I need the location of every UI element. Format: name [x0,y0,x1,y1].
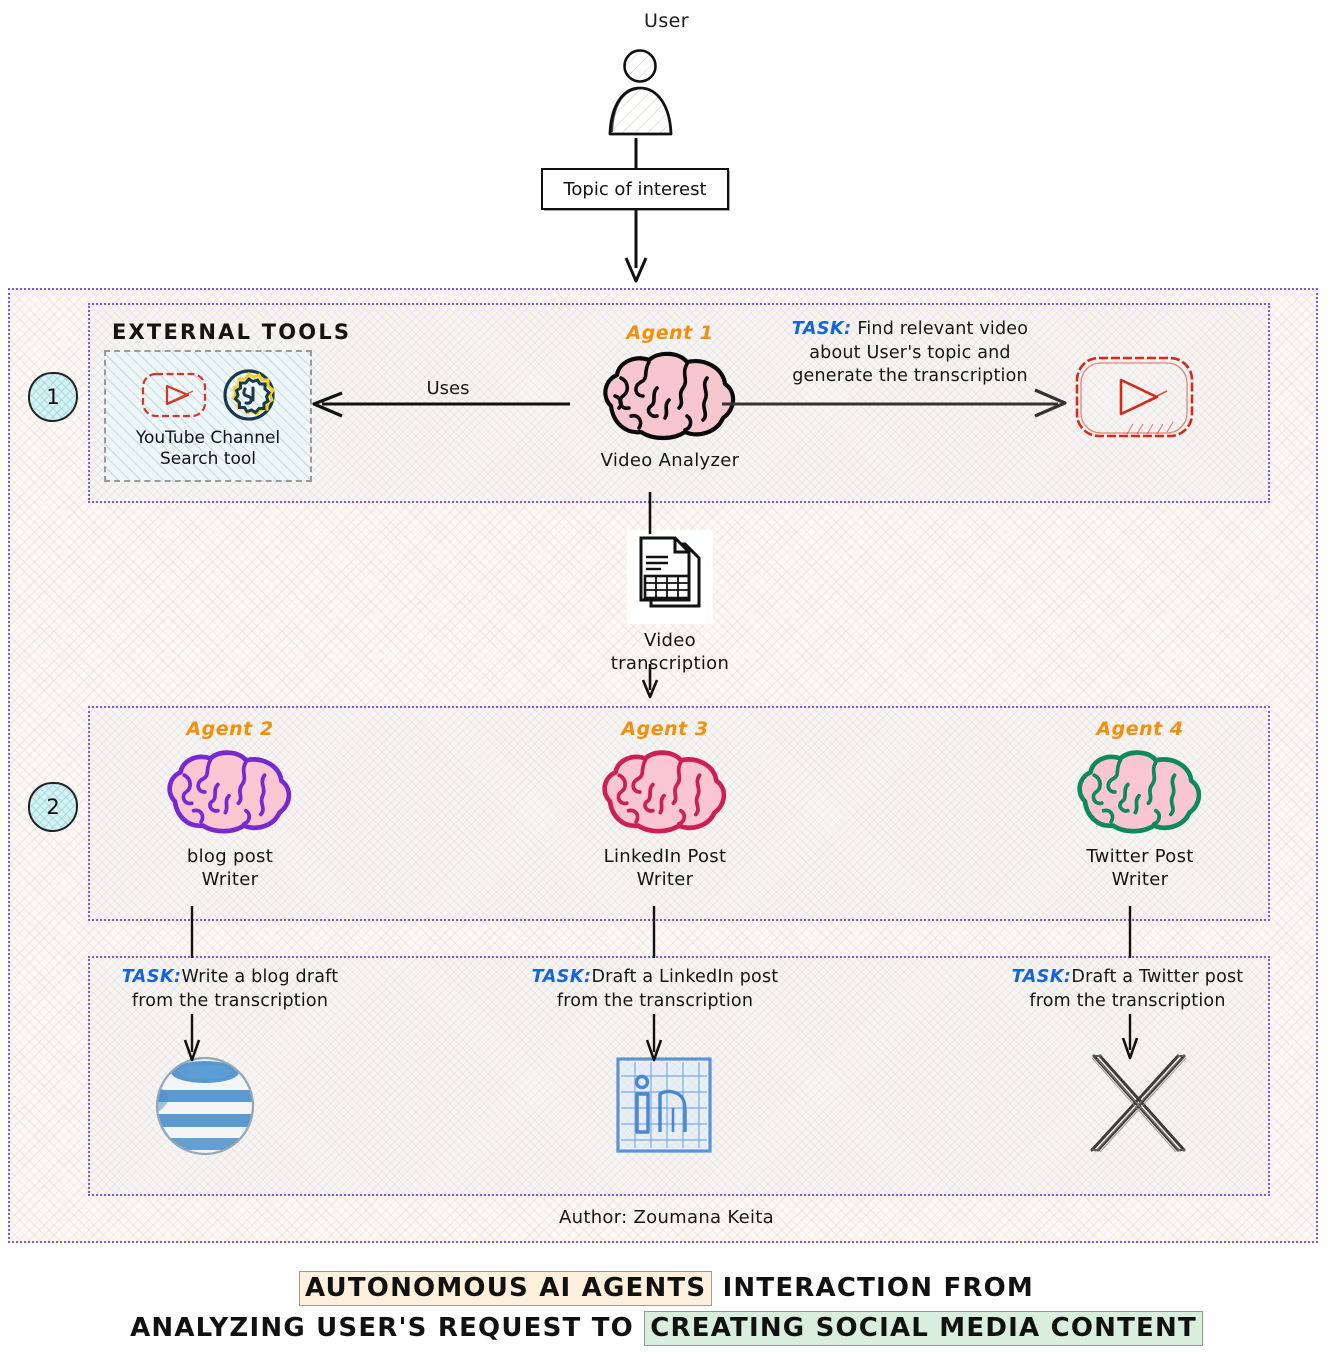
transcription-label-line2: transcription [610,652,730,674]
linkedin-icon [616,1057,712,1153]
diagram-title: AUTONOMOUS AI AGENTS INTERACTION FROM AN… [0,1268,1333,1349]
task-keyword: TASK: [121,967,182,987]
agent-4-task-line2: from the transcription [1029,990,1226,1011]
user-label: User [644,10,689,32]
agent-4-tag: Agent 4 [1096,718,1184,740]
youtube-icon [1075,356,1194,438]
video-transcription-label: Video transcription [611,630,729,675]
blog-output-node [146,1046,264,1164]
youtube-target-node [1070,352,1200,444]
youtube-icon [141,372,207,418]
x-twitter-icon [1090,1054,1187,1153]
agent-4-task-line1: Draft a Twitter post [1071,967,1244,987]
tool-icon-row [138,366,278,424]
task-keyword: TASK: [1011,967,1072,987]
agent-2-task-line1: Write a blog draft [181,967,339,987]
step-number-2: 2 [28,782,78,832]
external-tools-title: EXTERNAL TOOLS [112,320,352,344]
person-icon [608,49,673,136]
author-credit: Author: Zoumana Keita [559,1207,774,1228]
task-keyword: TASK: [791,319,852,339]
brain-icon [603,351,736,441]
uses-label: Uses [426,378,470,399]
transcription-icon-wrap [627,530,713,624]
agent-3-task: TASK:Draft a LinkedIn post from the tran… [510,966,800,1013]
agent-1-node: Agent 1 Video Analyzer [560,322,780,473]
title-line-2-pre: ANALYZING USER'S REQUEST TO [130,1313,634,1344]
task-keyword: TASK: [531,967,592,987]
blog-globe-icon [155,1056,255,1156]
agent-2-node: Agent 2 blog post Writer [120,718,340,891]
task-line-3: generate the transcription [792,366,1028,387]
tool-caption-line1: YouTube Channel [135,428,281,448]
brain-icon [602,750,727,834]
agent-4-name-line2: Writer [1111,868,1169,890]
linkedin-output-node [605,1046,723,1164]
tool-caption: YouTube Channel Search tool [136,428,280,471]
agent-2-tag: Agent 2 [186,718,274,740]
agent-2-name: blog post Writer [187,846,273,891]
agent-3-tag: Agent 3 [621,718,709,740]
agent-2-name-line2: Writer [201,868,259,890]
tool-caption-line2: Search tool [159,449,256,470]
twitter-output-node [1078,1042,1200,1164]
search-gear-icon [223,369,275,421]
agent-1-name: Video Analyzer [600,450,740,471]
title-line-1: AUTONOMOUS AI AGENTS INTERACTION FROM [0,1268,1333,1308]
brain-icon [167,750,292,834]
video-transcription-node: Video transcription [578,530,762,675]
brain-icon [1077,750,1202,834]
task-line-1: Find relevant video [851,319,1029,339]
task-line-2: about User's topic and [809,342,1011,363]
agent-3-name-line1: LinkedIn Post [603,846,727,867]
agent-3-task-line1: Draft a LinkedIn post [591,967,779,987]
agent-4-name: Twitter Post Writer [1086,846,1193,891]
agent-3-node: Agent 3 LinkedIn Post Writer [555,718,775,891]
title-highlight-content: CREATING SOCIAL MEDIA CONTENT [644,1311,1203,1347]
title-line-2: ANALYZING USER'S REQUEST TO CREATING SOC… [0,1308,1333,1348]
agent-2-name-line1: blog post [186,846,274,867]
agent-3-name-line2: Writer [636,868,694,890]
step-number-1: 1 [28,372,78,422]
agent-4-task: TASK:Draft a Twitter post from the trans… [985,966,1270,1013]
document-table-icon [639,536,701,608]
user-figure [592,48,742,138]
title-line-1-rest: INTERACTION FROM [722,1273,1034,1303]
agent-4-name-line1: Twitter Post [1086,846,1194,867]
agent-1-tag: Agent 1 [626,322,714,344]
agent-3-task-line2: from the transcription [556,990,754,1011]
agent-2-task-line2: from the transcription [131,990,329,1011]
external-tools-box: YouTube Channel Search tool [104,350,312,482]
transcription-label-line1: Video [644,630,696,651]
title-highlight-agents: AUTONOMOUS AI AGENTS [299,1271,713,1306]
agent-3-name: LinkedIn Post Writer [604,846,727,891]
arrowhead-topic [624,257,648,283]
agent-1-task: TASK: Find relevant video about User's t… [760,318,1060,389]
agent-4-node: Agent 4 Twitter Post Writer [1030,718,1250,891]
topic-of-interest-box: Topic of interest [541,168,729,210]
agent-2-task: TASK:Write a blog draft from the transcr… [100,966,360,1013]
